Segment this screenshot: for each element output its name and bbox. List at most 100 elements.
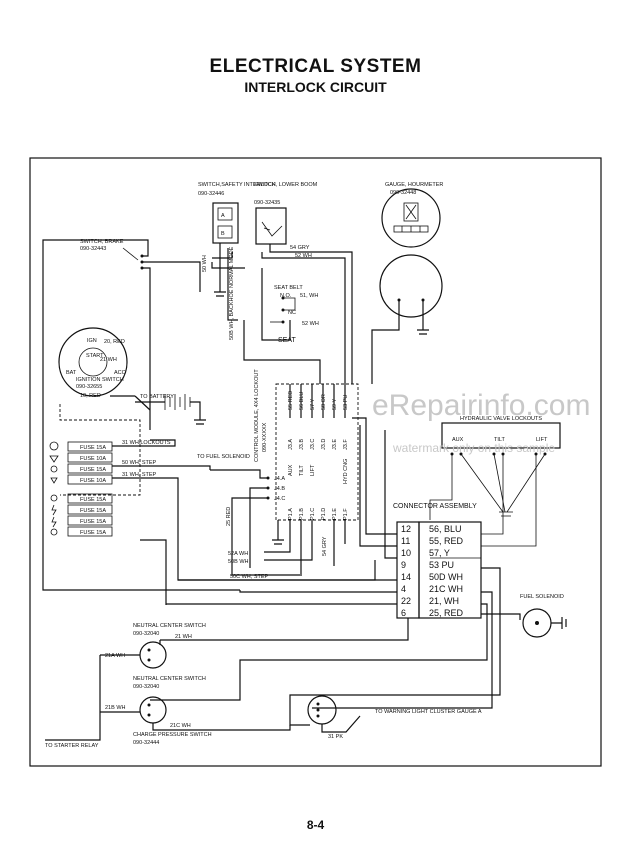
neutral-switch-2-label: NEUTRAL CENTER SWITCH [133, 676, 206, 682]
page-number: 8-4 [306, 818, 325, 832]
svg-text:J3.C: J3.C [310, 439, 316, 450]
fuel-solenoid-label: FUEL SOLENOID [520, 594, 564, 600]
fuse-label: FUSE 15A [80, 519, 106, 525]
diagram-border [29, 157, 602, 767]
wire-label-21cwh: 21C WH [170, 723, 191, 729]
battery-label: TO BATTERY [140, 394, 174, 400]
seat-nc-label: NC [288, 310, 296, 316]
svg-text:56, BLU: 56, BLU [429, 524, 462, 534]
wire-label-31wh: 31 WH/LOCKOUTS [122, 440, 171, 446]
safety-switch-part: 090-32446 [198, 191, 224, 197]
svg-text:J3.A: J3.A [288, 439, 294, 450]
hydraulic-aux-label: AUX [452, 437, 464, 443]
fuse-label: FUSE 15A [80, 497, 106, 503]
neutral-switch-1-part: 090-32040 [133, 631, 159, 637]
starter-relay-label: TO STARTER RELAY [45, 743, 99, 749]
svg-text:A: A [221, 213, 225, 219]
svg-text:14: 14 [401, 572, 411, 582]
p1-pins: P1.A P1.B P1.C P1.D P1.E P1.F [288, 508, 349, 520]
connector-row: 11 55, RED [401, 536, 464, 546]
connector-row: 10 57, Y [401, 548, 450, 558]
boom-switch-icon [255, 207, 287, 245]
fuse-label: FUSE 15A [80, 508, 106, 514]
connector-label: CONNECTOR ASSEMBLY [393, 503, 477, 510]
j4-pins: J4.A J4.B J4.C [266, 476, 285, 502]
wire-label-50bwh: 50B WH, BACKHOE NORMAL MODE [229, 246, 235, 340]
svg-text:P1.A: P1.A [288, 508, 294, 520]
module-wire-labels: 55 RED 56 BLU 57 Y 58 OR 59 Y 53 PU [288, 391, 349, 410]
fuse-label: FUSE 15A [80, 530, 106, 536]
wire-label-21bwh: 21B WH [105, 705, 126, 711]
connector-wire-column [418, 521, 482, 619]
warning-light-icon [307, 695, 337, 725]
fuel-solenoid-icon [522, 608, 567, 638]
wire-label-54gry-module: 54 GRY [322, 536, 328, 556]
svg-text:J3.B: J3.B [299, 439, 305, 450]
wire-label-51wh: 51, WH [300, 293, 318, 299]
connector-row: 12 56, BLU [401, 524, 462, 534]
connector-row: 22 21, WH [401, 596, 459, 606]
svg-text:53 PU: 53 PU [429, 560, 454, 570]
svg-text:57 Y: 57 Y [310, 398, 316, 410]
brake-switch-part: 090-32443 [80, 246, 106, 252]
svg-text:21C WH: 21C WH [429, 584, 463, 594]
connector-row: 4 21C WH [401, 584, 463, 594]
hydraulic-lift-label: LIFT [536, 437, 548, 443]
svg-text:57, Y: 57, Y [429, 548, 450, 558]
wire-label-50cwh: 50C WH, STEP [230, 574, 269, 580]
wire-label-52wh: 52 WH [295, 253, 312, 259]
svg-text:21, WH: 21, WH [429, 596, 459, 606]
to-fuel-solenoid-label: TO FUEL SOLENOID [197, 454, 250, 460]
wire-label-50bwh-module: 50B WH [228, 559, 249, 565]
svg-text:TILT: TILT [299, 464, 305, 476]
svg-text:59 Y: 59 Y [332, 398, 338, 410]
fuse-label: FUSE 10A [80, 456, 106, 462]
connector-row: 14 50D WH [401, 572, 463, 582]
seat-belt-label: SEAT BELT [274, 285, 303, 291]
boom-switch-label: SWITCH, LOWER BOOM [254, 182, 318, 188]
watermark-text: eRepairinfo.com [372, 389, 591, 422]
connector-row: 6 25, RED [401, 608, 464, 618]
svg-text:58 OR: 58 OR [321, 394, 327, 410]
brake-switch-label: SWITCH, BRAKE [80, 239, 124, 245]
fuse-label: FUSE 15A [80, 467, 106, 473]
gauge-label: GAUGE, HOURMETER [385, 182, 443, 188]
ignition-start-label: START [86, 353, 104, 359]
ignition-switch-icon [58, 327, 128, 397]
wire-label-21wh-ign: 21 WH [100, 357, 117, 363]
svg-text:53 PU: 53 PU [343, 395, 349, 410]
svg-text:P1.E: P1.E [332, 508, 338, 520]
svg-text:P1.D: P1.D [321, 508, 327, 520]
fuse-symbol-icons [49, 441, 59, 536]
neutral-switch-2-icon [139, 696, 167, 724]
svg-text:50D WH: 50D WH [429, 572, 463, 582]
gauge-part: 090-32448 [390, 190, 416, 196]
fuse-block-outline [59, 404, 141, 496]
svg-text:P1.F: P1.F [343, 508, 349, 520]
battery-icon [135, 394, 206, 425]
control-module [275, 383, 359, 521]
wire-label-52awh: 52A WH [228, 551, 248, 557]
wire-label-25red: 25 RED [226, 507, 232, 526]
ignition-acc-label: ACC [114, 370, 126, 376]
svg-text:22: 22 [401, 596, 411, 606]
hourmeter-icon [381, 188, 441, 248]
watermark-subtext: watermark only on this sample [393, 441, 556, 455]
hydraulic-tilt-label: TILT [494, 437, 506, 443]
wire-label-20red: 20, RED [104, 339, 125, 345]
ignition-name-label: IGNITION SWITCH [76, 377, 124, 383]
safety-switch-label: SWITCH,SAFETY INTERLOCK [198, 182, 276, 188]
fuse-label: FUSE 15A [80, 445, 106, 451]
gauge-circle-icon [379, 254, 443, 318]
connector-row: 9 53 PU [401, 560, 454, 570]
svg-text:55 RED: 55 RED [288, 391, 294, 410]
connector-rows: 12 56, BLU 11 55, RED 10 57, Y 9 53 PU 1… [401, 524, 464, 618]
fuse-label: FUSE 10A [80, 478, 106, 484]
svg-text:56 BLU: 56 BLU [299, 392, 305, 410]
svg-text:12: 12 [401, 524, 411, 534]
neutral-switch-1-icon [139, 641, 167, 669]
wire-label-54gry: 54 GRY [290, 245, 310, 251]
control-module-name: CONTROL MODULE, 4X4 LOCKOUT [254, 369, 260, 462]
neutral-switch-2-part: 090-32040 [133, 684, 159, 690]
